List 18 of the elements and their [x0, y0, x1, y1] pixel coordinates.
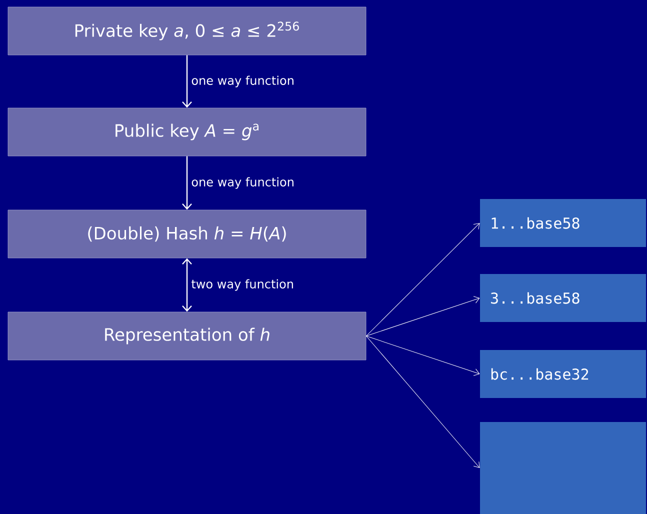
- arrow: [182, 156, 192, 210]
- address-box: 3...base58: [480, 274, 646, 322]
- edge-label: one way function: [190, 74, 296, 88]
- arrow: [182, 258, 192, 312]
- process-box: Public key A = g$^{a}$: [8, 108, 366, 156]
- arrow: [366, 223, 480, 336]
- edge-label: one way function: [190, 176, 296, 190]
- edge-label: two way function: [190, 278, 295, 292]
- arrow: [182, 55, 192, 108]
- arrow: [366, 296, 480, 336]
- arrow: [366, 336, 480, 376]
- arrow: [366, 336, 480, 468]
- process-box: Representation of h: [8, 312, 366, 360]
- address-box: 1...base58: [480, 199, 646, 247]
- address-box: bc...base32: [480, 350, 646, 398]
- address-box: [480, 422, 646, 514]
- process-box: Private key a, 0 ≤ a ≤ 2$^{256}$: [8, 6, 366, 56]
- process-box: (Double) Hash h = H(A): [8, 210, 366, 258]
